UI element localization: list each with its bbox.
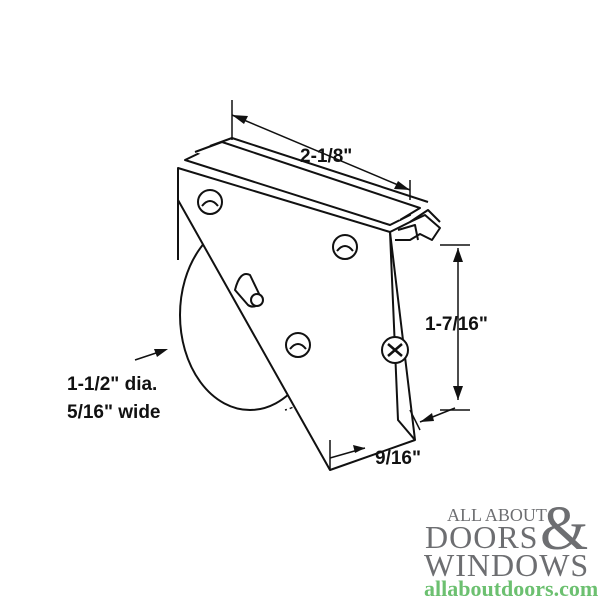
length-dimension: 2-1/8" <box>300 146 352 167</box>
wheel-width-label: 5/16" wide <box>67 402 161 423</box>
adjustment-screw <box>381 336 409 364</box>
wheel-diameter-label: 1-1/2" dia. <box>67 374 157 395</box>
width-dimension: 9/16" <box>375 448 421 469</box>
mounting-holes <box>197 189 358 358</box>
height-dimension: 1-7/16" <box>425 314 488 335</box>
dimension-lines <box>134 100 470 470</box>
